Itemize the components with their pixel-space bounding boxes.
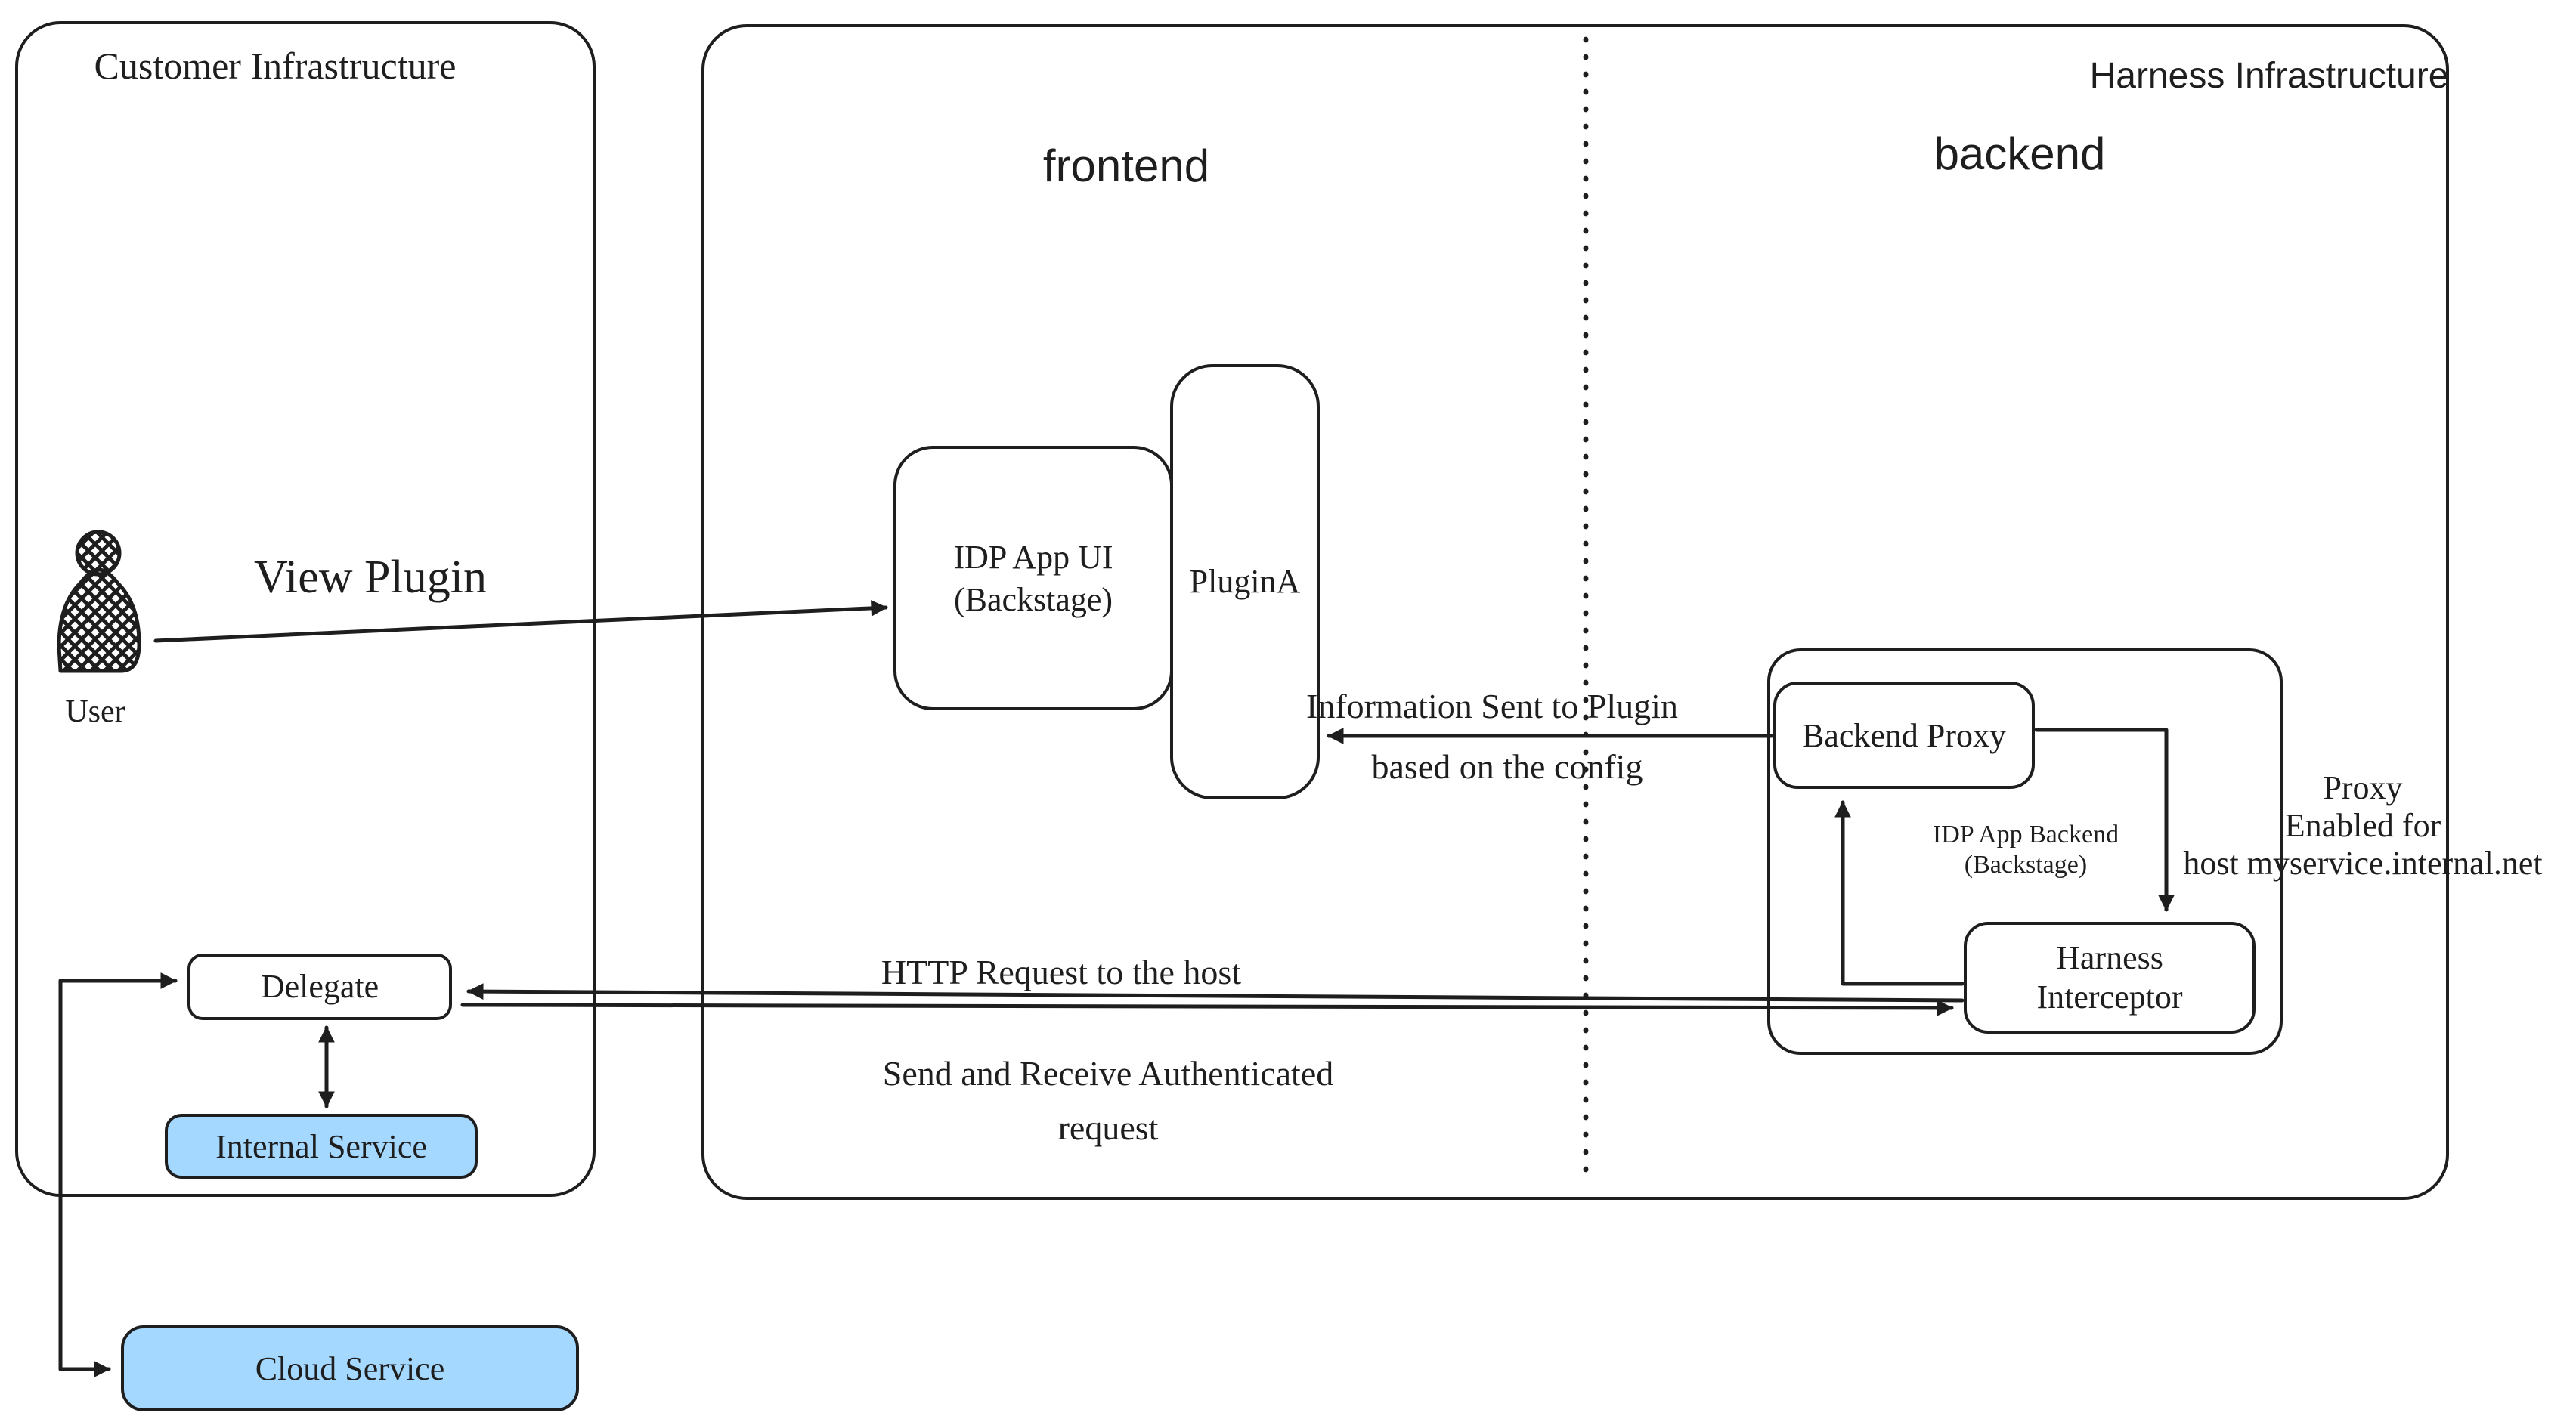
view-plugin-edge-label: View Plugin bbox=[253, 550, 488, 603]
plugin-a-node: PluginA bbox=[1170, 364, 1320, 799]
plugin-a-label: PluginA bbox=[1189, 562, 1301, 600]
frontend-section-label: frontend bbox=[1042, 142, 1210, 192]
backend-section-label: backend bbox=[1934, 130, 2106, 180]
cloud-service-node: Cloud Service bbox=[121, 1325, 579, 1411]
backend-proxy-node: Backend Proxy bbox=[1773, 682, 2035, 789]
delegate-label: Delegate bbox=[260, 967, 379, 1005]
harness-region-title: Harness Infrastructure bbox=[2089, 56, 2449, 97]
info-to-plugin-edge-label-line2: based on the config bbox=[1371, 748, 1643, 786]
harness-interceptor-label-line1: Harness bbox=[2056, 938, 2163, 976]
cloud-service-label: Cloud Service bbox=[255, 1349, 445, 1387]
idp-app-ui-label-line2: (Backstage) bbox=[953, 580, 1113, 617]
user-label: User bbox=[65, 693, 125, 729]
auth-request-edge-label-line1: Send and Receive Authenticated bbox=[882, 1055, 1334, 1093]
internal-service-node: Internal Service bbox=[165, 1114, 478, 1179]
idp-app-backend-label: IDP App Backend (Backstage) bbox=[1932, 820, 2119, 880]
customer-region-title: Customer Infrastructure bbox=[94, 47, 457, 88]
info-to-plugin-edge-label-line1: Information Sent to Plugin bbox=[1306, 688, 1678, 725]
idp-app-ui-label-line1: IDP App UI bbox=[953, 538, 1113, 576]
proxy-enabled-note: Proxy Enabled for host myservice.interna… bbox=[2183, 768, 2543, 882]
delegate-node: Delegate bbox=[187, 954, 452, 1020]
internal-service-label: Internal Service bbox=[215, 1127, 427, 1164]
harness-interceptor-node: Harness Interceptor bbox=[1964, 922, 2256, 1034]
harness-interceptor-label-line2: Interceptor bbox=[2036, 978, 2183, 1016]
backend-proxy-label: Backend Proxy bbox=[1801, 716, 2007, 753]
idp-app-ui-node: IDP App UI (Backstage) bbox=[893, 446, 1173, 710]
customer-infrastructure-region bbox=[15, 21, 596, 1197]
auth-request-edge-label-line2: request bbox=[1057, 1109, 1159, 1147]
http-request-edge-label: HTTP Request to the host bbox=[881, 954, 1242, 991]
